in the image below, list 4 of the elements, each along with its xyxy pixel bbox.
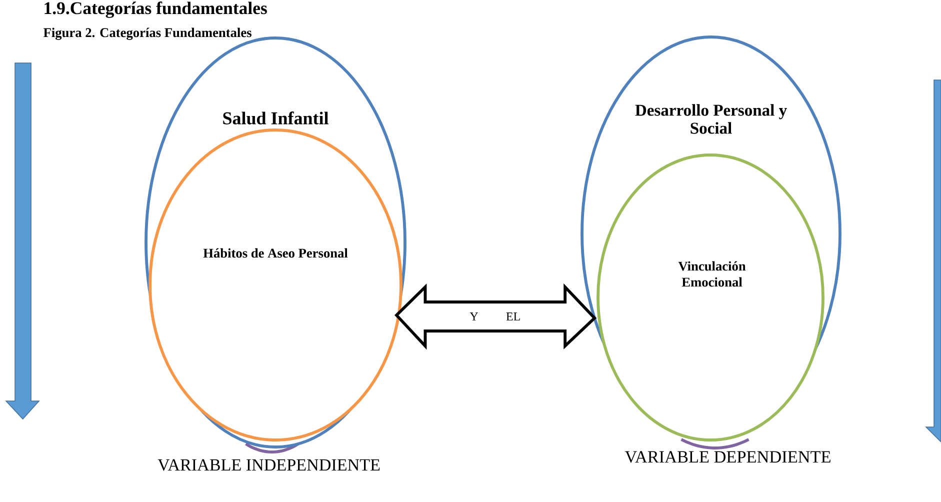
variable-label: VARIABLE DEPENDIENTE	[624, 451, 830, 463]
edge-label: Y EL	[468, 311, 522, 322]
heading: 1.9.Categorías fundamentales	[44, 2, 267, 18]
variable-label: VARIABLE INDEPENDIENTE	[158, 459, 380, 471]
